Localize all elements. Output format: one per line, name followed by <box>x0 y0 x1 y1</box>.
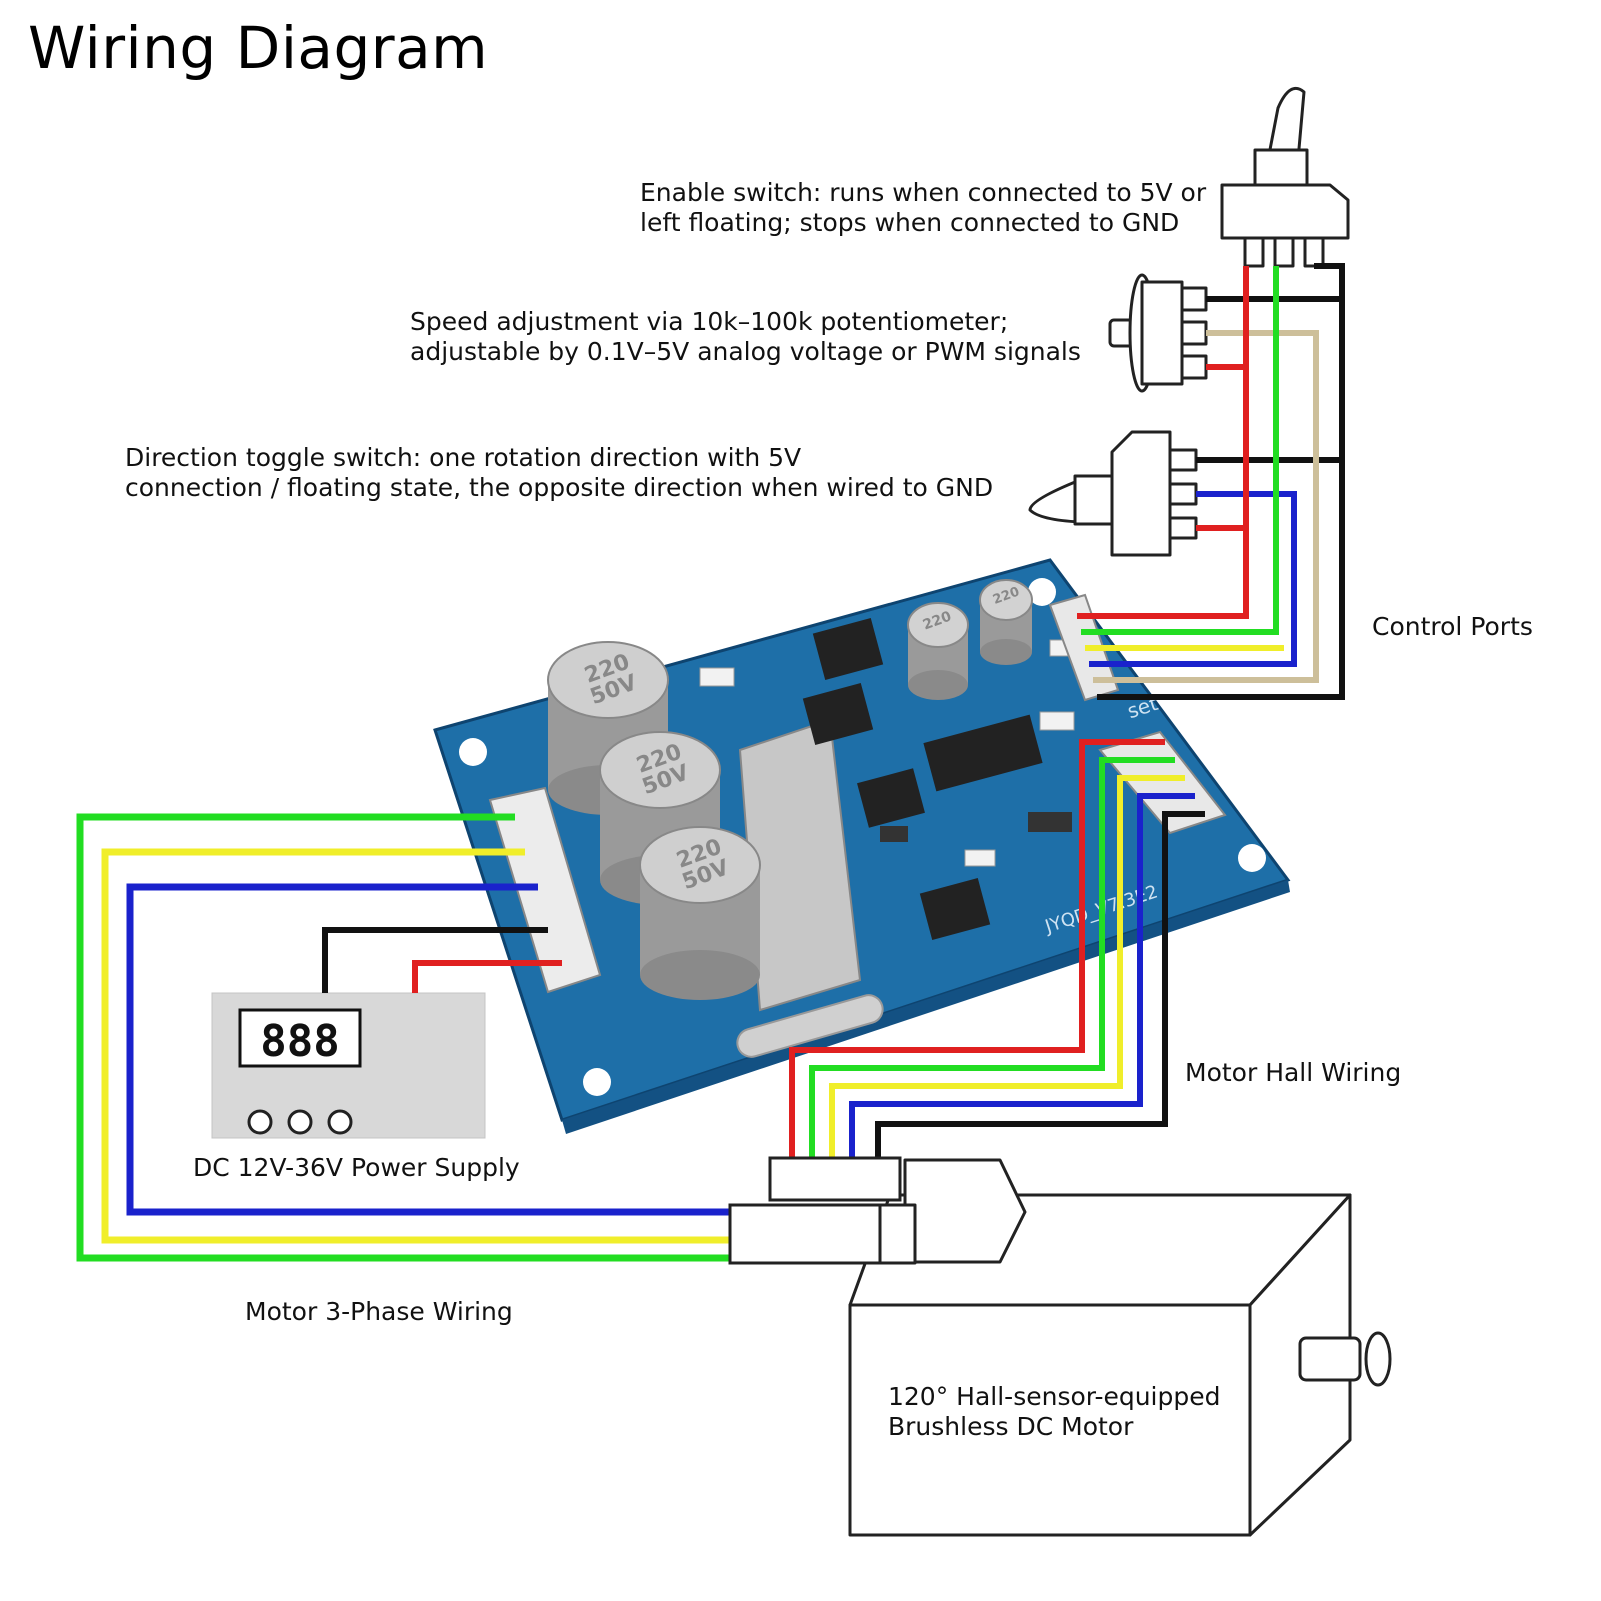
direction-switch-label: Direction toggle switch: one rotation di… <box>125 443 993 503</box>
enable-switch-label-line2: left floating; stops when connected to G… <box>640 208 1180 237</box>
motor-label: 120° Hall-sensor-equipped Brushless DC M… <box>888 1382 1221 1442</box>
power-supply-label: DC 12V-36V Power Supply <box>193 1153 520 1182</box>
phase-wire-yellow <box>101 848 730 1244</box>
motor-label-line1: 120° Hall-sensor-equipped <box>888 1382 1221 1411</box>
direction-switch <box>1028 430 1198 557</box>
control-wire-red <box>1077 266 1249 619</box>
direction-switch-label-line2: connection / floating state, the opposit… <box>125 473 994 502</box>
phase-wire-green <box>76 813 730 1262</box>
enable-switch-label: Enable switch: runs when connected to 5V… <box>640 178 1206 238</box>
capacitor <box>979 579 1033 665</box>
phase-wiring-label: Motor 3-Phase Wiring <box>245 1297 513 1326</box>
speed-adjust-label-line1: Speed adjustment via 10k–100k potentiome… <box>410 307 1009 336</box>
motor-label-line2: Brushless DC Motor <box>888 1412 1134 1441</box>
hall-wire-black <box>875 811 1205 1160</box>
speed-adjust-label-line2: adjustable by 0.1V–5V analog voltage or … <box>410 337 1081 366</box>
brushless-motor <box>848 1158 1392 1537</box>
motor-hall-wiring-label: Motor Hall Wiring <box>1185 1058 1402 1087</box>
hall-wire-green <box>809 757 1175 1160</box>
power-supply-display: 888 <box>260 1016 339 1067</box>
power-wire-black <box>322 927 548 993</box>
control-wire-green <box>1081 266 1279 635</box>
phase-wire-blue <box>126 883 730 1216</box>
enable-switch <box>1220 87 1350 268</box>
power-supply <box>211 992 486 1139</box>
speed-potentiometer <box>1108 273 1208 393</box>
capacitor <box>639 826 761 1000</box>
control-ports-label: Control Ports <box>1372 612 1533 641</box>
hall-wire-blue <box>849 793 1195 1160</box>
direction-switch-label-line1: Direction toggle switch: one rotation di… <box>125 443 802 472</box>
power-wire-red <box>412 960 562 993</box>
hall-wire-yellow <box>829 775 1185 1160</box>
enable-switch-label-line1: Enable switch: runs when connected to 5V… <box>640 178 1207 207</box>
page-title: Wiring Diagram <box>28 14 489 82</box>
control-wire-black <box>1097 263 1345 700</box>
controller-board <box>433 558 1291 1134</box>
phase-connector <box>728 1203 882 1265</box>
hall-wire-red <box>789 739 1165 1160</box>
capacitor <box>907 602 969 700</box>
hall-connector <box>768 1156 902 1202</box>
speed-adjust-label: Speed adjustment via 10k–100k potentiome… <box>410 307 1081 367</box>
control-wire-tan <box>1093 330 1319 683</box>
